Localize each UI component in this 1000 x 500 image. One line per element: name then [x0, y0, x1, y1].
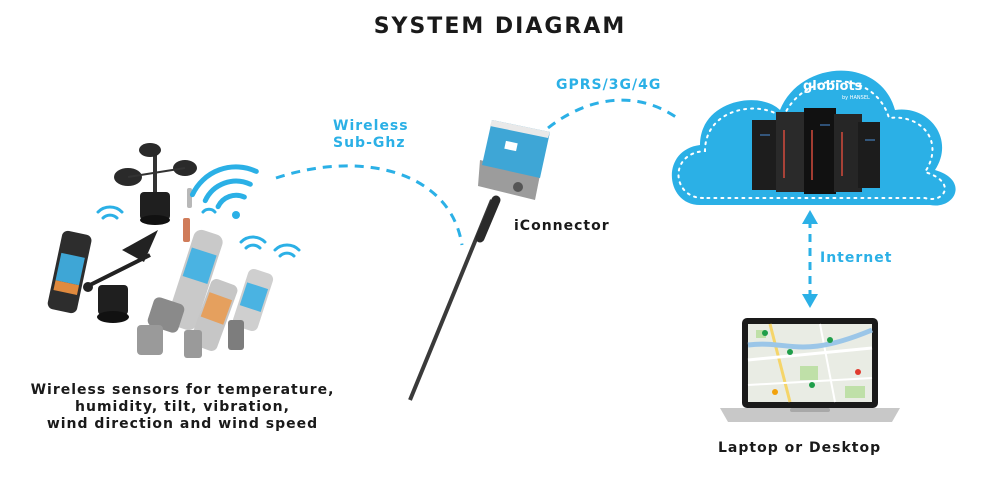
globiots-logo-sub: by HANSEL: [842, 95, 870, 101]
laptop-icon: [720, 318, 900, 422]
gprs-link-label: GPRS/3G/4G: [556, 77, 662, 93]
internet-link-arrow: [802, 210, 818, 308]
sensors-caption-line: Wireless sensors for temperature,: [30, 382, 335, 398]
wireless-link-label-line: Wireless: [333, 118, 409, 134]
iconnector-device: [408, 120, 550, 401]
gprs-link-line: [547, 98, 681, 130]
wifi-icon: [189, 164, 259, 219]
sensors-caption-line: wind direction and wind speed: [46, 416, 319, 432]
laptop-label: Laptop or Desktop: [718, 440, 882, 456]
map-display: [747, 323, 873, 403]
sensors-caption-line: humidity, tilt, vibration,: [75, 399, 290, 415]
vibration-sensor: [228, 269, 274, 350]
temperature-sensor: [137, 229, 223, 355]
server-rack-icon: [752, 108, 880, 194]
sensors-caption: Wireless sensors for temperature, humidi…: [10, 382, 355, 433]
wireless-link-label: Wireless Sub-Ghz: [333, 118, 409, 152]
probe-sensor-2: [183, 218, 190, 242]
wireless-link-label-line: Sub-Ghz: [333, 135, 406, 151]
wind-vane-sensor: [83, 230, 158, 323]
anemometer-sensor: [114, 143, 197, 225]
wireless-link-line: [275, 164, 464, 246]
tilt-sensor: [47, 230, 92, 314]
iconnector-label: iConnector: [514, 218, 610, 234]
page-title: SYSTEM DIAGRAM: [373, 14, 627, 39]
wifi-small-icon: [96, 205, 301, 258]
internet-link-label: Internet: [820, 250, 893, 266]
humidity-sensor: [184, 279, 238, 358]
sensor-cluster: [47, 143, 301, 358]
globiots-logo: globiots: [803, 79, 863, 94]
probe-sensor: [187, 188, 192, 208]
